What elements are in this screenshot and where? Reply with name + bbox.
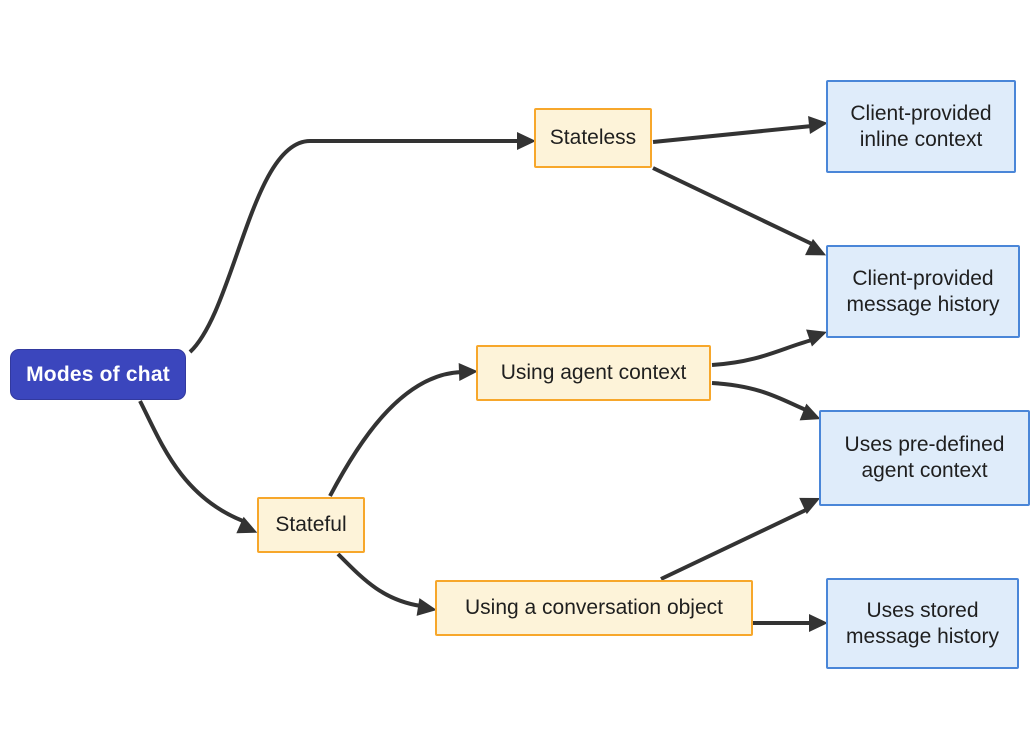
arrowhead-e-agentctx-msg <box>806 329 827 347</box>
node-stateless[interactable]: Stateless <box>534 108 652 168</box>
node-label-stored: Uses stored message history <box>846 598 999 648</box>
node-label-agentctx: Using agent context <box>500 361 687 385</box>
node-stateful[interactable]: Stateful <box>257 497 365 553</box>
node-msghistory[interactable]: Client-provided message history <box>826 245 1020 338</box>
edge-convobj-to-predefined <box>660 507 809 581</box>
node-root[interactable]: Modes of chat <box>10 349 186 400</box>
edge-stateful-to-convobj <box>336 552 422 608</box>
node-convobj[interactable]: Using a conversation object <box>435 580 753 636</box>
node-label-stateless: Stateless <box>549 126 637 150</box>
node-inline[interactable]: Client-provided inline context <box>826 80 1016 173</box>
node-stored[interactable]: Uses stored message history <box>826 578 1019 669</box>
node-label-stateful: Stateful <box>275 513 347 537</box>
arrowhead-e-stateless-msg <box>805 238 827 256</box>
edge-agentctx-to-msghistory <box>711 338 813 367</box>
node-agentctx[interactable]: Using agent context <box>476 345 711 401</box>
edge-stateless-to-inline <box>652 124 813 144</box>
edge-stateful-to-agentctx <box>328 370 463 497</box>
edge-root-to-stateful <box>138 400 244 523</box>
edge-root-to-stateless <box>188 139 520 354</box>
arrowhead-e-stateful-convobj <box>416 598 437 616</box>
node-predefined[interactable]: Uses pre-defined agent context <box>819 410 1030 506</box>
node-label-convobj: Using a conversation object <box>465 596 723 620</box>
edge-agentctx-to-predefined <box>711 381 807 412</box>
node-label-root: Modes of chat <box>26 362 170 386</box>
node-label-inline: Client-provided inline context <box>850 101 992 151</box>
arrowhead-e-convobj-predef <box>799 497 821 515</box>
edge-layer <box>138 124 813 625</box>
arrowhead-e-stateful-agentctx <box>458 363 478 381</box>
node-label-msghistory: Client-provided message history <box>846 266 1000 316</box>
arrowhead-e-stateless-inline <box>808 116 828 134</box>
arrowhead-e-convobj-stored <box>809 614 828 632</box>
arrowhead-e-root-stateful <box>236 516 258 534</box>
node-label-predefined: Uses pre-defined agent context <box>844 433 1005 482</box>
arrowhead-e-agentctx-predef <box>799 403 821 421</box>
arrowhead-layer <box>236 116 828 632</box>
edge-stateless-to-msghistory <box>652 166 813 246</box>
arrowhead-e-root-stateless <box>517 132 536 150</box>
